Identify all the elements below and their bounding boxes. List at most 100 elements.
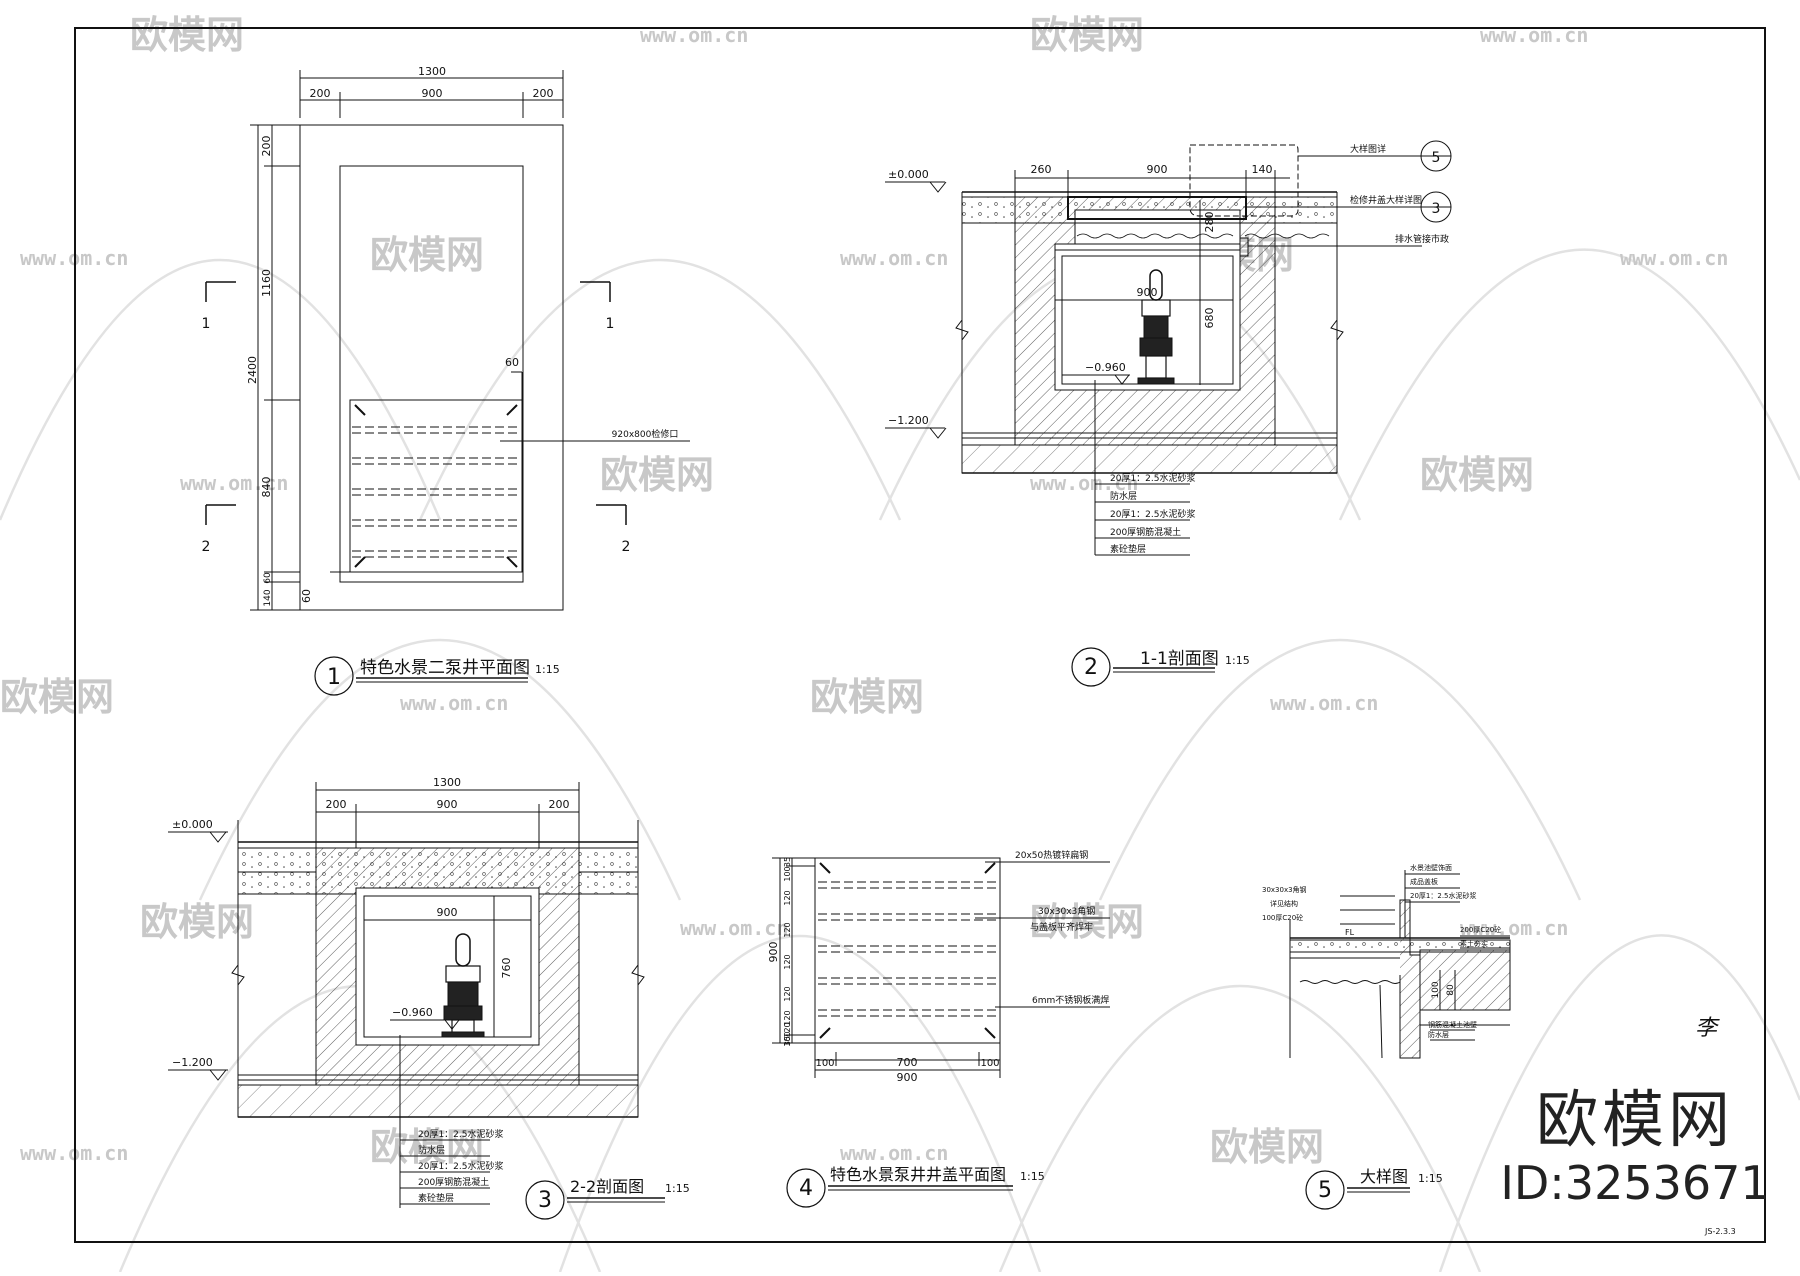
drawing-scale: 1:15 bbox=[535, 663, 560, 676]
dim-side-segment: 100 bbox=[783, 866, 792, 881]
layer-3: 20厚1：2.5水泥砂浆 bbox=[1110, 508, 1196, 520]
drawing-3-section bbox=[168, 782, 665, 1220]
watermark-brand: 欧模网 bbox=[1420, 453, 1534, 497]
dim-total: 1300 bbox=[418, 65, 446, 78]
callout-2: 成品盖板 bbox=[1410, 877, 1438, 886]
dim-inner-900: 900 bbox=[437, 906, 458, 919]
dim-side-segment: 120 bbox=[783, 890, 792, 905]
layer-2: 防水层 bbox=[1110, 490, 1137, 502]
drawing-4-cover bbox=[772, 857, 1110, 1208]
layer-5: 素砼垫层 bbox=[1110, 543, 1146, 555]
watermark-brand: 欧模网 bbox=[140, 900, 254, 944]
watermark-brand: 欧模网 bbox=[130, 13, 244, 57]
callout-cover: 检修井盖大样详图 bbox=[1350, 194, 1422, 206]
drawing-title: 特色水景泵井井盖平面图 bbox=[830, 1165, 1006, 1184]
dim-side-1160: 1160 bbox=[260, 269, 273, 297]
drawing-scale: 1:15 bbox=[1418, 1172, 1443, 1185]
title-number: 2 bbox=[1084, 655, 1098, 680]
dim-mid: 900 bbox=[422, 87, 443, 100]
title-number: 1 bbox=[327, 665, 341, 690]
callout-8: 素土夯实 bbox=[1460, 939, 1488, 948]
title-number: 4 bbox=[799, 1176, 813, 1201]
drawing-scale: 1:15 bbox=[665, 1182, 690, 1195]
watermark-url: www.om.cn bbox=[680, 916, 788, 940]
dim-left: 200 bbox=[326, 798, 347, 811]
callout-10: 防水层 bbox=[1428, 1030, 1449, 1039]
callout-drain: 排水管接市政 bbox=[1395, 233, 1449, 245]
brand-name: 欧模网 bbox=[1535, 1083, 1734, 1156]
drawing-title: 大样图 bbox=[1360, 1167, 1408, 1186]
watermark-url: www.om.cn bbox=[1270, 691, 1378, 715]
dim-side-segment: 120 bbox=[783, 1010, 792, 1025]
layer-3: 20厚1：2.5水泥砂浆 bbox=[418, 1160, 504, 1172]
dim-bottom-700: 700 bbox=[897, 1056, 918, 1069]
dim-side-segment: 120 bbox=[783, 1022, 792, 1037]
watermark-brand: 欧模网 bbox=[370, 1125, 484, 1169]
callout-detail: 大样图详 bbox=[1350, 143, 1386, 155]
elev-floor: −0.960 bbox=[392, 1006, 433, 1019]
dim-side-segment: 35 bbox=[783, 857, 792, 867]
dim-right: 200 bbox=[533, 87, 554, 100]
callout-weld: 与盖板平齐焊牢 bbox=[1030, 921, 1093, 933]
drawing-title: 1-1剖面图 bbox=[1140, 649, 1219, 669]
dim-bottom-100-right: 100 bbox=[980, 1058, 999, 1069]
title-number: 3 bbox=[538, 1188, 552, 1213]
dim-total: 1300 bbox=[433, 776, 461, 789]
watermark-url: www.om.cn bbox=[1030, 471, 1138, 495]
layer-4: 200厚钢筋混凝土 bbox=[418, 1176, 489, 1188]
dim-60-top: 60 bbox=[505, 356, 519, 369]
elev-top: ±0.000 bbox=[888, 168, 929, 181]
dim-680: 680 bbox=[1203, 308, 1216, 329]
layer-5: 素砼垫层 bbox=[418, 1192, 454, 1204]
watermark-brand: 欧模网 bbox=[810, 675, 924, 719]
dim-side-840: 840 bbox=[260, 477, 273, 498]
drawing-3-texts: ±0.000 −1.200 −0.960 1300 200 900 200 90… bbox=[172, 776, 690, 1213]
callout-4: 30x30x3角钢 bbox=[1262, 885, 1307, 894]
sheet-number: JS-2.3.3 bbox=[1704, 1227, 1736, 1236]
callout-5: 详见结构 bbox=[1270, 899, 1298, 908]
section-mark-2-right: 2 bbox=[622, 539, 631, 555]
signature: 李 bbox=[1695, 1016, 1720, 1041]
dim-inner-900: 900 bbox=[1137, 286, 1158, 299]
callout-access-hole: 920x800检修口 bbox=[612, 428, 679, 440]
watermark-brand: 欧模网 bbox=[0, 675, 114, 719]
dim-140: 140 bbox=[1252, 163, 1273, 176]
dim-mid: 900 bbox=[437, 798, 458, 811]
dim-side-segment: 120 bbox=[783, 922, 792, 937]
drawing-title: 特色水景二泵井平面图 bbox=[360, 658, 530, 678]
layer-1: 20厚1：2.5水泥砂浆 bbox=[1110, 472, 1196, 484]
dim-side-200: 200 bbox=[260, 136, 273, 157]
callout-6: 100厚C20砼 bbox=[1262, 913, 1303, 922]
watermark-layer: 欧模网欧模网欧模网欧模网欧模网欧模网欧模网欧模网欧模网欧模网欧模网欧模网 www… bbox=[0, 13, 1800, 1273]
elev-top: ±0.000 bbox=[172, 818, 213, 831]
dim-left: 200 bbox=[310, 87, 331, 100]
dim-280: 280 bbox=[1203, 212, 1216, 233]
watermark-brand: 欧模网 bbox=[370, 233, 484, 277]
drawing-1-plan bbox=[205, 70, 690, 696]
watermark-url: www.om.cn bbox=[1480, 23, 1588, 47]
dim-bottom-900: 900 bbox=[897, 1071, 918, 1084]
dim-100: 100 bbox=[1431, 981, 1441, 998]
dim-side-segment: 120 bbox=[783, 986, 792, 1001]
section-mark-2-left: 2 bbox=[202, 539, 211, 555]
dim-80: 80 bbox=[1446, 984, 1456, 996]
title-number: 5 bbox=[1318, 1178, 1332, 1203]
drawing-2-texts: ±0.000 −1.200 −0.960 260 900 140 280 680… bbox=[888, 143, 1449, 680]
drawing-5-detail bbox=[1289, 870, 1511, 1210]
dim-bottom-100-left: 100 bbox=[815, 1058, 834, 1069]
layer-2: 防水层 bbox=[418, 1144, 445, 1156]
callout-plate: 6mm不锈钢板满焊 bbox=[1032, 994, 1109, 1006]
dim-side-140: 140 bbox=[263, 589, 273, 606]
watermark-brand: 欧模网 bbox=[1030, 13, 1144, 57]
section-mark-1-left: 1 bbox=[202, 316, 211, 332]
layer-4: 200厚钢筋混凝土 bbox=[1110, 526, 1181, 538]
dim-right: 200 bbox=[549, 798, 570, 811]
callout-3: 20厚1：2.5水泥砂浆 bbox=[1410, 891, 1477, 900]
detail-fl: FL bbox=[1345, 928, 1355, 937]
brand-logo: 欧模网 ID:3253671 bbox=[1500, 1085, 1770, 1211]
drawing-5-texts: FL 100 80 水景池壁饰面 成品盖板 20厚1：2.5水泥砂浆 30x30… bbox=[1262, 863, 1501, 1203]
watermark-brand: 欧模网 bbox=[1210, 1125, 1324, 1169]
drawing-1-texts: 1300 200 900 200 200 1160 2400 840 60 14… bbox=[202, 65, 679, 690]
dim-side-segment: 100 bbox=[783, 1031, 792, 1046]
